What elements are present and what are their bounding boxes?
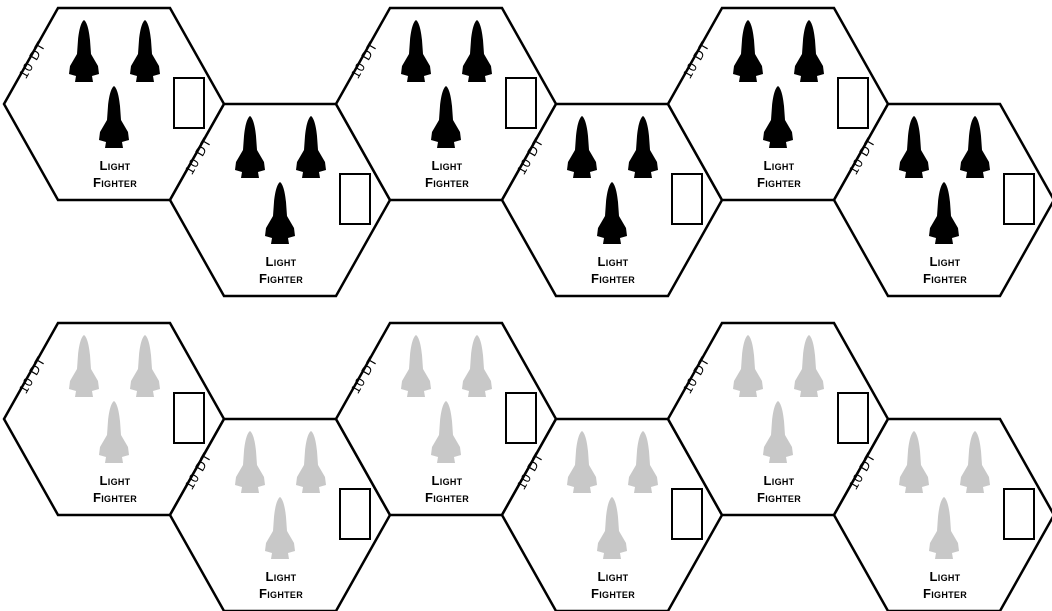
fighter-ship-icon (794, 335, 824, 397)
fighter-ship-icon (462, 335, 492, 397)
fighter-ship-icon (296, 116, 326, 178)
counter-name-line1: Light (100, 158, 131, 173)
counter-name-line1: Light (432, 158, 463, 173)
fighter-ship-icon (929, 182, 959, 244)
fighter-ship-icon (401, 335, 431, 397)
fighter-ship-icon (567, 431, 597, 493)
counter-name-line2: Fighter (757, 175, 801, 190)
fighter-ship-icon (462, 20, 492, 82)
fighter-ship-icon (69, 20, 99, 82)
counter-name-line1: Light (432, 473, 463, 488)
fighter-ship-icon (763, 86, 793, 148)
fighter-ship-icon (99, 401, 129, 463)
fighter-ship-icon (763, 401, 793, 463)
fighter-ship-icon (99, 86, 129, 148)
fighter-ship-icon (235, 431, 265, 493)
fighter-ship-icon (597, 497, 627, 559)
damage-checkbox[interactable] (1003, 173, 1035, 225)
damage-checkbox[interactable] (173, 77, 205, 129)
fighter-ship-icon (597, 182, 627, 244)
damage-checkbox[interactable] (837, 77, 869, 129)
damage-checkbox[interactable] (173, 392, 205, 444)
counter-name-line1: Light (100, 473, 131, 488)
counter-name-line1: Light (266, 254, 297, 269)
damage-checkbox[interactable] (671, 173, 703, 225)
damage-checkbox[interactable] (837, 392, 869, 444)
counter-name-line2: Fighter (591, 586, 635, 601)
fighter-ship-icon (960, 431, 990, 493)
counter-name-line2: Fighter (425, 175, 469, 190)
counter-name-line1: Light (266, 569, 297, 584)
fighter-ship-icon (130, 20, 160, 82)
fighter-ship-icon (431, 401, 461, 463)
counter-name-line2: Fighter (259, 586, 303, 601)
damage-checkbox[interactable] (505, 77, 537, 129)
fighter-ship-icon (130, 335, 160, 397)
fighter-ship-icon (296, 431, 326, 493)
fighter-ship-icon (628, 431, 658, 493)
fighter-ship-icon (733, 335, 763, 397)
fighter-ship-icon (69, 335, 99, 397)
counter-name-line2: Fighter (93, 490, 137, 505)
fighter-ship-icon (401, 20, 431, 82)
fighter-ship-icon (794, 20, 824, 82)
fighter-ship-icon (235, 116, 265, 178)
damage-checkbox[interactable] (339, 488, 371, 540)
fighter-ship-icon (265, 182, 295, 244)
fighter-ship-icon (929, 497, 959, 559)
fighter-ship-icon (960, 116, 990, 178)
counter-name-line2: Fighter (259, 271, 303, 286)
fighter-ship-icon (733, 20, 763, 82)
counter-name-line1: Light (930, 569, 961, 584)
fighter-ship-icon (567, 116, 597, 178)
counter-name-line1: Light (764, 473, 795, 488)
damage-checkbox[interactable] (339, 173, 371, 225)
damage-checkbox[interactable] (505, 392, 537, 444)
damage-checkbox[interactable] (671, 488, 703, 540)
counter-name-line1: Light (598, 254, 629, 269)
counter-name-line1: Light (598, 569, 629, 584)
counter-name-line2: Fighter (923, 271, 967, 286)
counter-name-line2: Fighter (591, 271, 635, 286)
counter-name-line1: Light (930, 254, 961, 269)
counter-name-line2: Fighter (923, 586, 967, 601)
counter-name-line2: Fighter (93, 175, 137, 190)
fighter-ship-icon (899, 431, 929, 493)
fighter-ship-icon (628, 116, 658, 178)
fighter-ship-icon (899, 116, 929, 178)
fighter-ship-icon (265, 497, 295, 559)
counter-name-line2: Fighter (425, 490, 469, 505)
counter-name-line1: Light (764, 158, 795, 173)
damage-checkbox[interactable] (1003, 488, 1035, 540)
counter-name-line2: Fighter (757, 490, 801, 505)
fighter-ship-icon (431, 86, 461, 148)
